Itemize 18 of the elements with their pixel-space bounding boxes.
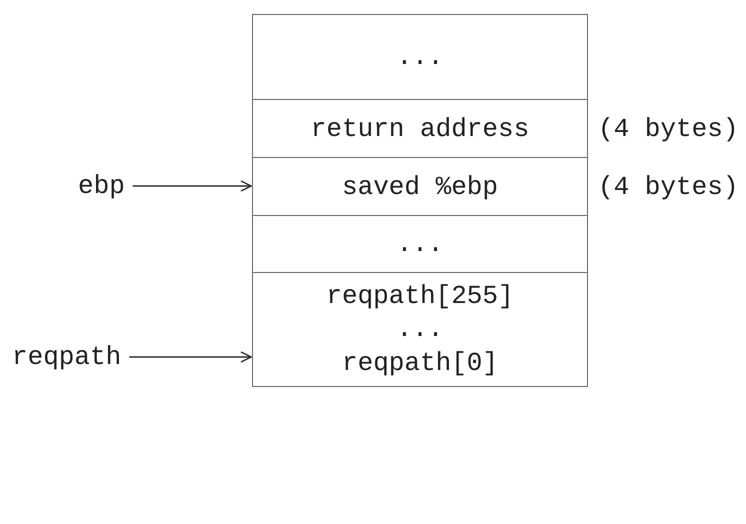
slot-label: reqpath[255] [326,282,514,310]
stack-slot [252,215,588,273]
stack-slot [252,272,588,387]
slot-label: ... [396,230,444,258]
size-note: (4 bytes) [598,114,738,144]
slot-label: ... [396,315,444,344]
pointer-label: reqpath [12,342,122,372]
slot-label: return address [310,114,530,142]
slot-label: saved %ebp [342,172,498,200]
pointer-arrow [132,180,252,192]
stack-slot [252,157,588,216]
size-note: (4 bytes) [598,172,738,202]
stack-slot [252,14,588,100]
pointer-arrow [129,351,252,363]
pointer-label: ebp [78,171,125,201]
stack-slot [252,99,588,158]
slot-label: ... [396,43,444,71]
slot-label: reqpath[0] [342,349,498,378]
